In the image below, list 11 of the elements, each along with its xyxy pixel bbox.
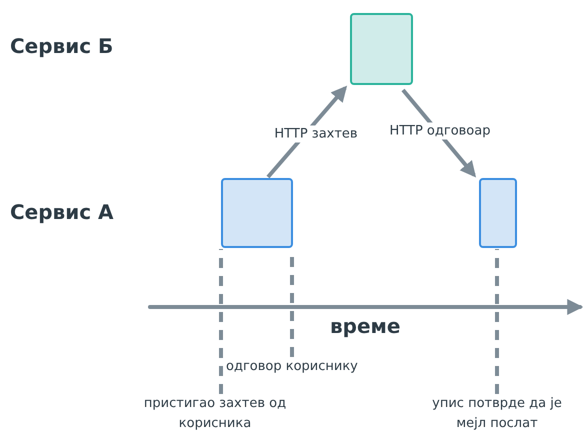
activity-box: [221, 178, 293, 248]
activity-box: [479, 178, 517, 248]
axis-label: време: [330, 314, 400, 338]
leader-line: [495, 249, 499, 394]
activity-box: [350, 13, 413, 85]
annotation-text: упис потврде да је мејл послат: [432, 394, 562, 434]
leader-line: [219, 249, 223, 394]
annotation-text: одговор кориснику: [226, 357, 382, 377]
lane-label: Сервис Б: [10, 34, 114, 58]
lane-label: Сервис А: [10, 200, 114, 224]
annotation-text: пристигао захтев од корисника: [130, 394, 300, 434]
